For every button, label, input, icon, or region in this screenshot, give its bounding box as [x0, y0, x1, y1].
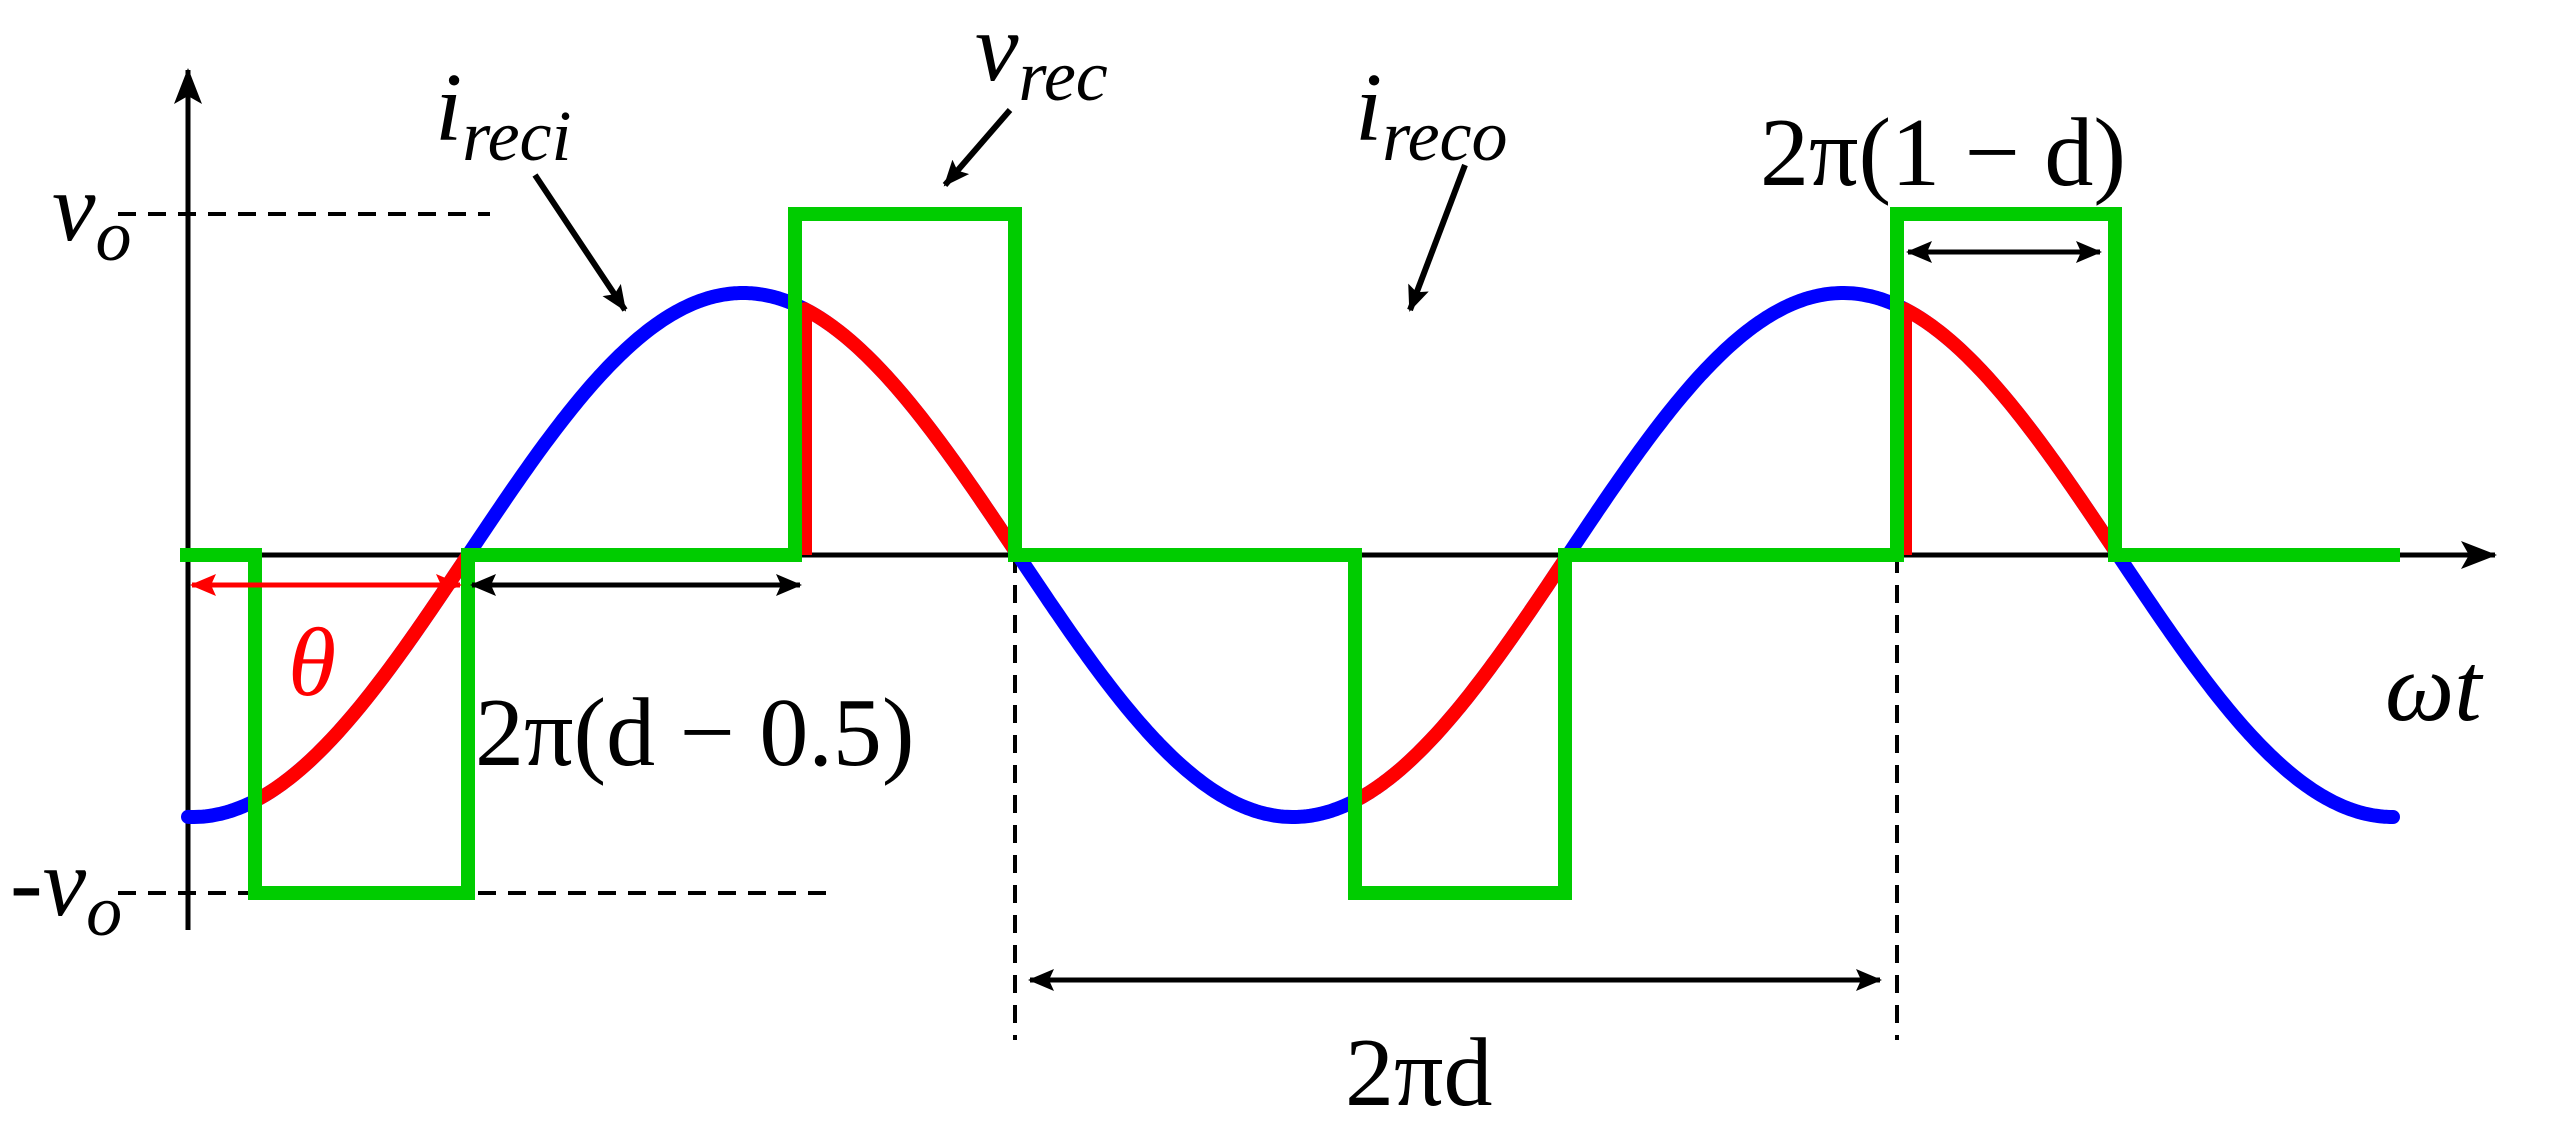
d-minus-half-label: 2π(d − 0.5)	[475, 679, 915, 787]
x-axis-label: ωt	[2385, 634, 2484, 742]
i-reci-label: ireci	[435, 54, 572, 176]
theta-label: θ	[288, 609, 336, 717]
v-rec-label: vrec	[975, 0, 1108, 116]
i-reco-pointer-arrow	[1407, 163, 1468, 312]
two-pi-d-label: 2πd	[1345, 1019, 1492, 1127]
neg-vo-label: -vo	[10, 829, 122, 951]
one-minus-d-label: 2π(1 − d)	[1760, 99, 2126, 207]
rectifier-voltage-waveform	[180, 207, 2400, 900]
i-reci-pointer-arrow	[532, 173, 628, 312]
v-rec-pointer-arrow	[942, 108, 1013, 187]
i-reco-label: ireco	[1355, 54, 1508, 176]
vo-label: vo	[52, 154, 132, 276]
rectified-current-waveform	[248, 302, 2122, 808]
